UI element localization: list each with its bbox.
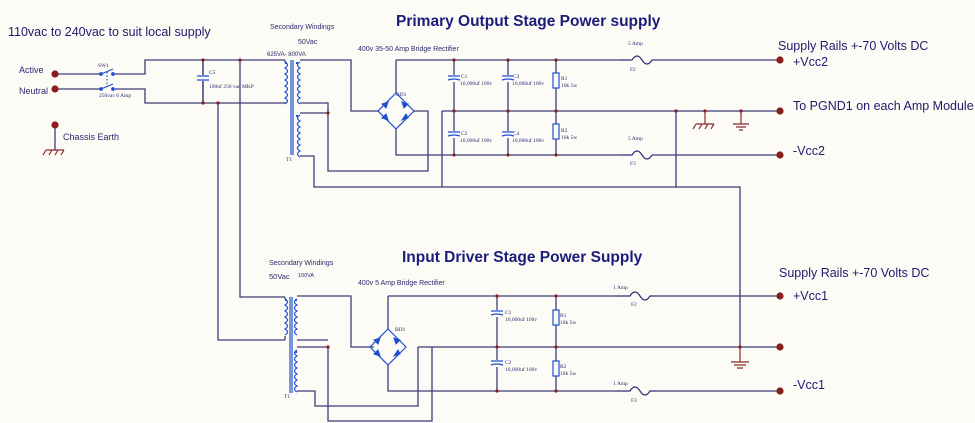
primary-res-r1-ref: R1 <box>561 76 568 82</box>
primary-rectifier-ref: BD1 <box>396 92 407 98</box>
chassis-ground-symbol <box>692 111 715 130</box>
driver-filter-bank <box>490 296 560 391</box>
driver-transformer-ref: T1 <box>284 394 290 400</box>
primary-cap-c2-ref: C2 <box>461 131 468 137</box>
primary-fuse-f2-ref: F2 <box>630 67 636 73</box>
driver-cap-c1-value: 10,000uf 100v <box>505 316 537 323</box>
cap-c5-value: 100nf 250 vac MKP <box>209 83 254 90</box>
primary-fuse-f2-icon <box>620 55 653 65</box>
primary-pgnd-terminal[interactable] <box>776 107 784 115</box>
primary-output-ground: To PGND1 on each Amp Module <box>793 99 974 113</box>
driver-res-r1-ref: R1 <box>560 313 567 319</box>
chassis-earth-terminal[interactable] <box>51 121 59 129</box>
primary-rails-heading: Supply Rails +-70 Volts DC <box>778 39 928 53</box>
primary-fuse-f3-rating: 5 Amp <box>628 136 643 142</box>
primary-rectifier-label: 400v 35-50 Amp Bridge Rectifier <box>358 46 459 53</box>
primary-fuse-f3-ref: F3 <box>630 161 636 167</box>
driver-fuse-f3-rating: 1 Amp <box>613 381 628 387</box>
driver-fuse-f3-ref: F3 <box>631 398 637 404</box>
driver-vcc1-positive-terminal[interactable] <box>776 292 784 300</box>
primary-filter-bank <box>447 60 560 155</box>
driver-rectifier-label: 400v 5 Amp Bridge Rectifier <box>358 280 445 287</box>
primary-cap-c4-ref: C4 <box>513 131 520 137</box>
primary-cap-c2-value: 10,000uf 100v <box>460 137 492 144</box>
driver-section-title: Input Driver Stage Power Supply <box>402 249 643 266</box>
primary-transformer-heading: Secondary Windings <box>270 24 335 31</box>
primary-res-r1-value: 10k 5w <box>561 83 577 89</box>
chassis-earth-symbol <box>42 149 65 156</box>
chassis-earth-label: Chassis Earth <box>63 132 119 142</box>
driver-transformer-icon <box>283 297 299 393</box>
primary-vcc2-positive-terminal[interactable] <box>776 56 784 64</box>
primary-res-r2-ref: R2 <box>561 128 568 134</box>
driver-transformer-heading: Secondary Windings <box>269 260 334 267</box>
driver-transformer-rating: 100VA <box>298 273 314 279</box>
switch-sw1-icon[interactable] <box>99 68 115 91</box>
signal-ground-symbol <box>733 111 749 131</box>
driver-rectifier-ref: BD1 <box>395 327 406 333</box>
driver-fuse-f2-ref: F2 <box>631 302 637 308</box>
driver-res-r2-value: 10k 5w <box>560 371 576 377</box>
driver-cap-c1-ref: C1 <box>505 310 512 316</box>
driver-transformer-voltage: 50Vac <box>269 272 290 281</box>
primary-cap-c1-ref: C1 <box>461 74 468 80</box>
neutral-label: Neutral <box>19 86 48 96</box>
driver-cap-c2-value: 10,000uf 100v <box>505 366 537 373</box>
active-label: Active <box>19 65 44 75</box>
primary-bridge-rectifier-icon <box>372 92 420 130</box>
ground-link-wire <box>675 111 741 349</box>
cap-c5-ref: C5 <box>209 70 216 76</box>
primary-cap-c3-value: 10,000uf 100v <box>512 80 544 87</box>
driver-fuse-f3-icon <box>616 386 656 396</box>
primary-cap-c1-value: 10,000uf 100v <box>460 80 492 87</box>
driver-vcc1-negative-terminal[interactable] <box>776 387 784 395</box>
primary-fuse-f3-icon <box>620 150 653 160</box>
driver-junctions <box>495 294 742 393</box>
primary-fuse-f2-rating: 5 Amp <box>628 41 643 47</box>
primary-cap-c3-ref: C3 <box>513 74 520 80</box>
switch-rating: 250vac 6 Amp <box>99 93 131 99</box>
driver-cap-c2-ref: C2 <box>505 360 512 366</box>
mains-wiring <box>54 59 285 341</box>
driver-signal-ground-symbol <box>731 349 749 369</box>
driver-res-r2-ref: R2 <box>560 364 567 370</box>
primary-junctions <box>452 58 743 157</box>
primary-transformer-voltage: 50Vac <box>298 39 318 46</box>
primary-transformer-rating: 625VA- 800VA <box>267 52 306 58</box>
primary-transformer-ref: T1 <box>286 157 292 163</box>
driver-rails-heading: Supply Rails +-70 Volts DC <box>779 266 929 280</box>
primary-output-negative: -Vcc2 <box>793 144 825 158</box>
headline: 110vac to 240vac to suit local supply <box>8 25 211 39</box>
driver-bridge-rectifier-icon <box>369 328 407 366</box>
primary-cap-c4-value: 10,000uf 100v <box>512 137 544 144</box>
driver-fuse-f2-rating: 1 Amp <box>613 285 628 291</box>
primary-res-r2-value: 10k 5w <box>561 135 577 141</box>
primary-vcc2-negative-terminal[interactable] <box>776 151 784 159</box>
capacitor-c5-icon <box>197 60 209 103</box>
active-terminal[interactable] <box>51 70 59 78</box>
driver-ground-terminal[interactable] <box>776 343 784 351</box>
driver-secondary-wiring <box>297 295 780 422</box>
driver-res-r1-value: 10k 5w <box>560 320 576 326</box>
driver-output-positive: +Vcc1 <box>793 289 828 303</box>
driver-fuse-f2-icon <box>616 291 656 301</box>
switch-ref: SW1 <box>98 63 109 69</box>
primary-transformer-icon <box>283 60 302 158</box>
neutral-terminal[interactable] <box>51 85 59 93</box>
driver-output-negative: -Vcc1 <box>793 378 825 392</box>
primary-section-title: Primary Output Stage Power supply <box>396 13 661 30</box>
primary-output-positive: +Vcc2 <box>793 55 828 69</box>
